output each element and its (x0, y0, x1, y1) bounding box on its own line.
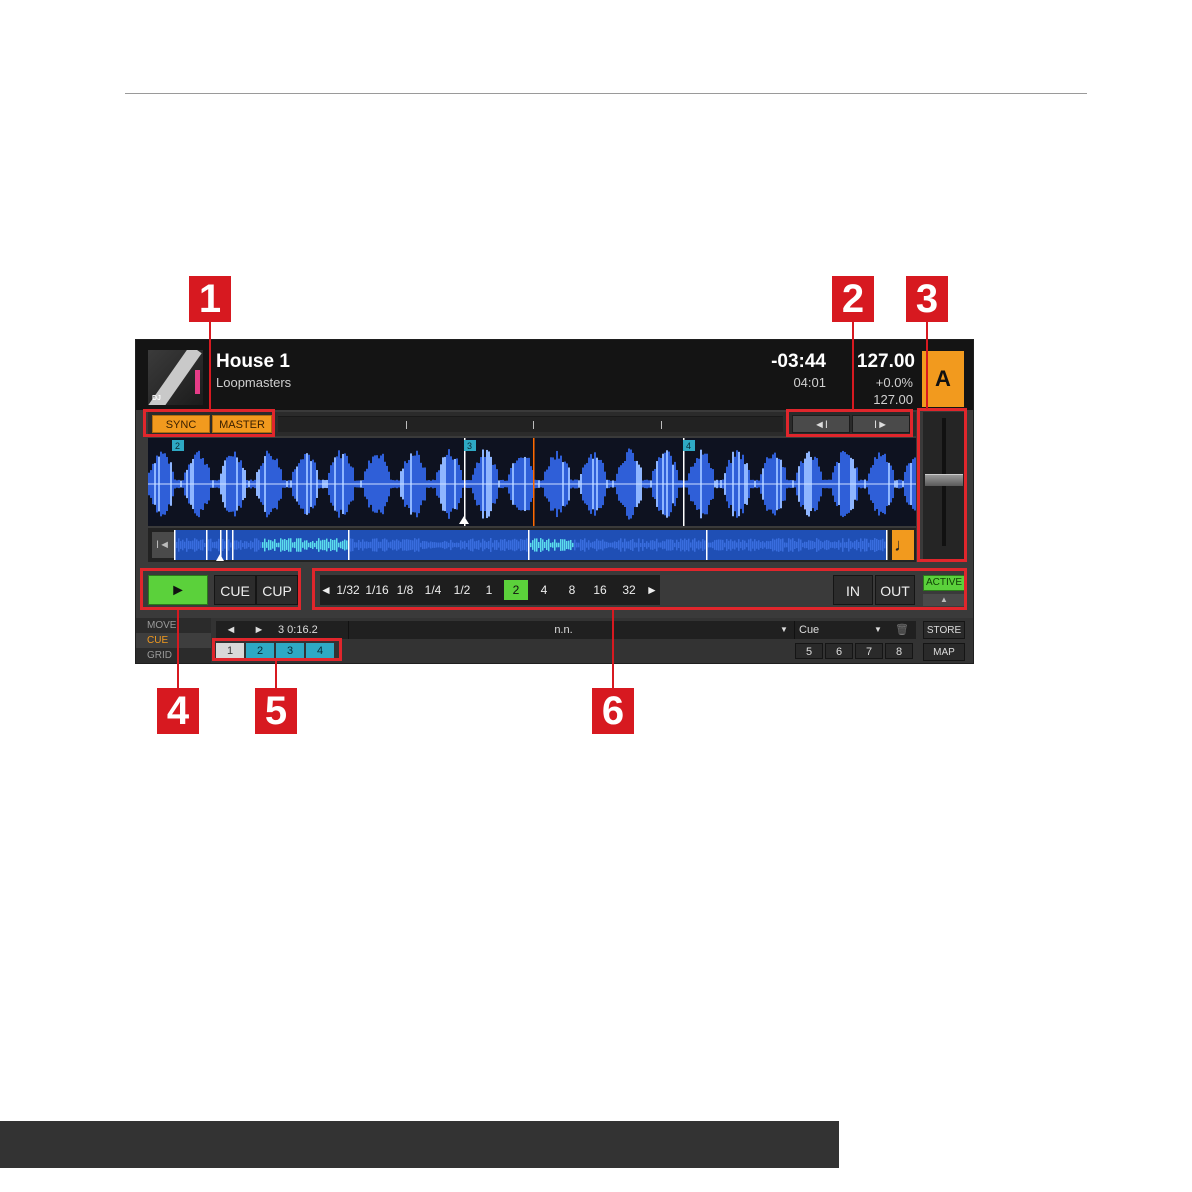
waveform-graphic: 2 3 4 (148, 438, 916, 526)
beatjump-back-button[interactable]: ◄I (792, 415, 850, 433)
trash-icon[interactable]: 🗑 (892, 621, 912, 639)
callout-1: 1 (189, 276, 231, 322)
cue-type-select[interactable]: Cue (794, 621, 884, 639)
beatjump-forward-button[interactable]: I► (852, 415, 910, 433)
hotcue-1-button[interactable]: 1 (216, 643, 244, 659)
loop-size-8[interactable]: 8 (560, 575, 584, 605)
loop-size-1-32[interactable]: 1/32 (334, 575, 362, 605)
loop-size-selector: ◄ 1/32 1/16 1/8 1/4 1/2 1 2 4 8 16 32 ► (320, 575, 660, 605)
deck-header: DJ House 1 Loopmasters -03:44 04:01 127.… (136, 340, 974, 410)
cover-art: DJ (148, 350, 203, 405)
chevron-up-icon[interactable]: ▲ (923, 594, 965, 606)
mode-grid[interactable]: GRID (136, 648, 211, 663)
stripe-graphic (148, 528, 916, 562)
hotcue-3-button[interactable]: 3 (276, 643, 304, 659)
map-button[interactable]: MAP (923, 643, 965, 661)
cue-info-bar: ◄ ► 3 0:16.2 n.n. ▼ Cue ▼ 🗑 (216, 621, 916, 639)
waveform-display[interactable]: 2 3 4 (148, 438, 916, 526)
page-bottom-rule (0, 1121, 839, 1168)
cue-panel: MOVE CUE GRID ◄ ► 3 0:16.2 n.n. ▼ Cue ▼ … (136, 618, 974, 664)
cue-next-arrow-icon[interactable]: ► (248, 621, 270, 639)
mode-move[interactable]: MOVE (136, 618, 211, 633)
loop-size-32[interactable]: 32 (616, 575, 642, 605)
callout-line-2 (852, 320, 854, 410)
callout-line-6 (612, 610, 614, 690)
cue-button[interactable]: CUE (214, 575, 256, 605)
store-button[interactable]: STORE (923, 621, 965, 639)
deck-a: DJ House 1 Loopmasters -03:44 04:01 127.… (135, 339, 974, 664)
callout-4: 4 (157, 688, 199, 734)
play-button[interactable]: ► (148, 575, 208, 605)
loop-size-1-16[interactable]: 1/16 (363, 575, 391, 605)
loop-prev-arrow-icon[interactable]: ◄ (320, 575, 332, 605)
tempo-fader[interactable] (923, 412, 965, 562)
cue-position: 3 0:16.2 (278, 621, 344, 639)
loop-size-1-8[interactable]: 1/8 (392, 575, 418, 605)
loop-active-button[interactable]: ACTIVE (923, 575, 965, 591)
callout-5: 5 (255, 688, 297, 734)
hotcue-4-button[interactable]: 4 (306, 643, 334, 659)
hotcue-6-button[interactable]: 6 (825, 643, 853, 659)
callout-line-4 (177, 610, 179, 690)
loop-next-arrow-icon[interactable]: ► (646, 575, 658, 605)
tempo-pitch: +0.0% (876, 375, 913, 390)
cover-label: DJ (152, 395, 161, 402)
loop-size-1-4[interactable]: 1/4 (419, 575, 447, 605)
callout-line-3 (926, 320, 928, 409)
sync-button[interactable]: SYNC (152, 415, 210, 433)
loop-size-16[interactable]: 16 (587, 575, 613, 605)
svg-text:3: 3 (467, 441, 472, 451)
cup-button[interactable]: CUP (256, 575, 298, 605)
tempo-bpm: 127.00 (857, 351, 915, 373)
cue-type-dropdown-icon[interactable]: ▼ (872, 621, 884, 639)
callout-line-5 (275, 661, 277, 690)
stripe-overview[interactable]: I◄ ♩ (148, 528, 916, 562)
elapsed-time: 04:01 (793, 375, 826, 390)
hotcue-5-button[interactable]: 5 (795, 643, 823, 659)
cue-name-field[interactable]: n.n. (348, 621, 778, 639)
base-bpm: 127.00 (873, 392, 913, 407)
callout-3: 3 (906, 276, 948, 322)
hotcue-8-button[interactable]: 8 (885, 643, 913, 659)
deck-letter-button[interactable]: A (922, 351, 964, 407)
track-artist: Loopmasters (216, 375, 291, 390)
transport-controls: ► CUE CUP ◄ 1/32 1/16 1/8 1/4 1/2 1 2 4 … (136, 566, 974, 616)
loop-size-1-2[interactable]: 1/2 (448, 575, 476, 605)
track-title: House 1 (216, 351, 290, 373)
mode-cue[interactable]: CUE (136, 633, 211, 648)
loop-size-4[interactable]: 4 (532, 575, 556, 605)
hotcue-2-button[interactable]: 2 (246, 643, 274, 659)
loop-out-button[interactable]: OUT (875, 575, 915, 605)
svg-text:2: 2 (175, 441, 180, 451)
callout-6: 6 (592, 688, 634, 734)
loop-size-2[interactable]: 2 (504, 580, 528, 600)
phase-meter (278, 416, 783, 432)
cue-prev-arrow-icon[interactable]: ◄ (220, 621, 242, 639)
callout-2: 2 (832, 276, 874, 322)
page-top-rule (125, 93, 1087, 94)
to-start-button[interactable]: I◄ (152, 532, 174, 558)
hotcue-7-button[interactable]: 7 (855, 643, 883, 659)
note-icon[interactable]: ♩ (892, 530, 914, 560)
remaining-time: -03:44 (771, 351, 826, 373)
cue-name-dropdown-icon[interactable]: ▼ (778, 621, 790, 639)
master-button[interactable]: MASTER (212, 415, 272, 433)
svg-text:4: 4 (686, 441, 691, 451)
callout-line-1 (209, 320, 211, 410)
loop-in-button[interactable]: IN (833, 575, 873, 605)
loop-size-1[interactable]: 1 (477, 575, 501, 605)
transport-bar: SYNC MASTER ◄I I► (148, 412, 916, 436)
tempo-fader-knob[interactable] (925, 474, 963, 486)
